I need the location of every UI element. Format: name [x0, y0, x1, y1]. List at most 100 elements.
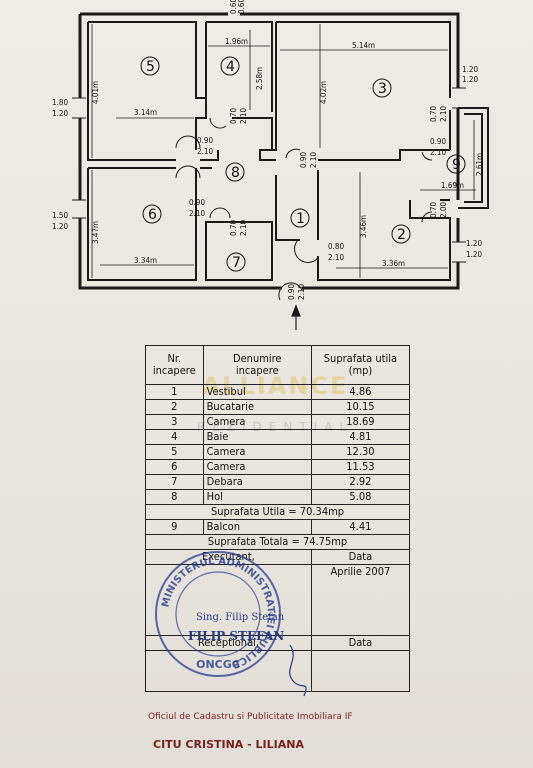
header-nr-2: incapere — [152, 364, 196, 377]
door-dim-070-b: 2.10 — [239, 108, 248, 124]
official-stamp: MINISTERUL ADMINISTRATIEI PUBLICE ONCGC — [155, 551, 281, 677]
executant-name: FILIP STEFAN — [188, 629, 285, 643]
door-dim-070-a: 0.70 — [429, 106, 438, 122]
row-name: Debara — [202, 474, 312, 490]
door-dim-b: 2.10 — [309, 152, 318, 168]
row-name: Camera — [202, 459, 312, 475]
executant-row: Aprilie 2007 — [145, 564, 411, 636]
dim-left1-a: 1.80 — [52, 98, 68, 107]
door-dim-070-b: 2.10 — [239, 220, 248, 236]
room-number-1: 1 — [296, 211, 305, 227]
receptional-date-cell — [310, 650, 411, 692]
door-dim-080-b: 2.10 — [328, 253, 344, 262]
room-number-2: 2 — [397, 227, 406, 243]
door-dim-a: 0.90 — [189, 198, 205, 207]
dim-right1-a: 1.20 — [462, 65, 478, 74]
stamp-bottom-text: ONCGC — [196, 658, 240, 671]
row-nr: 1 — [145, 384, 204, 400]
dim-right2-a: 1.20 — [466, 239, 482, 248]
balcony-walls — [458, 107, 489, 209]
row-nr: 6 — [145, 459, 204, 475]
header-name-2: incapere — [235, 364, 279, 377]
room-number-3: 3 — [378, 81, 387, 97]
date-label: Data — [310, 549, 411, 565]
door-dim-070-b: 2.10 — [439, 106, 448, 122]
dim-401: 4.01m — [91, 81, 100, 104]
row-nr: 8 — [145, 489, 204, 505]
row-area: 5.08 — [310, 489, 411, 505]
row-area: 4.86 — [310, 384, 411, 400]
dim-514: 5.14m — [352, 41, 375, 50]
door-dim-a: 0.90 — [430, 137, 446, 146]
balcony-area: 4.41 — [310, 519, 411, 535]
signature-scribble — [289, 644, 307, 697]
row-name: Baie — [202, 429, 312, 445]
header-name-1: Denumire — [232, 352, 282, 365]
row-name: Bucatarie — [202, 399, 312, 415]
dim-346: 3.46m — [359, 215, 368, 238]
stamp-ring-text: MINISTERUL ADMINISTRATIEI PUBLICE — [160, 556, 276, 670]
row-area: 18.69 — [310, 414, 411, 430]
door-dim-070-200-a: 0.70 — [429, 202, 438, 218]
date-label-2: Data — [310, 635, 411, 651]
room-number-5: 5 — [146, 59, 155, 75]
executant-cell — [145, 564, 312, 636]
cadastre-person: CITU CRISTINA - LILIANA — [153, 738, 304, 751]
row-name: Camera — [202, 444, 312, 460]
dim-right1-b: 1.20 — [462, 75, 478, 84]
dim-334: 3.34m — [134, 256, 157, 265]
inner-walls — [87, 21, 451, 281]
door-dim-b: 2.10 — [189, 209, 205, 218]
dim-left1-b: 1.20 — [52, 109, 68, 118]
dim-336: 3.36m — [382, 259, 405, 268]
header-nr-1: Nr. — [167, 352, 182, 365]
row-area: 11.53 — [310, 459, 411, 475]
balcony-name: Balcon — [202, 519, 312, 535]
grand-total-row: Suprafata Totala = 74.75mp — [145, 534, 410, 550]
row-name: Camera — [202, 414, 312, 430]
room-number-8: 8 — [231, 165, 240, 181]
door-dim-080-a: 0.80 — [328, 242, 344, 251]
cadastre-office: Oficiul de Cadastru si Publicitate Imobi… — [148, 712, 353, 722]
door-dim-b: 2.10 — [430, 148, 446, 157]
header-area-2: (mp) — [348, 364, 373, 377]
row-area: 10.15 — [310, 399, 411, 415]
executant-signature: Sing. Filip Stefan — [196, 612, 285, 623]
room-number-7: 7 — [232, 255, 241, 271]
row-area: 12.30 — [310, 444, 411, 460]
dim-258: 2.58m — [255, 67, 264, 90]
row-area: 4.81 — [310, 429, 411, 445]
row-nr: 2 — [145, 399, 204, 415]
outer-wall — [78, 12, 460, 290]
door-dim-b: 2.10 — [197, 147, 213, 156]
dim-left2-b: 1.20 — [52, 222, 68, 231]
dim-right2-b: 1.20 — [466, 250, 482, 259]
door-dim-a: 0.90 — [299, 152, 308, 168]
balcony-nr: 9 — [145, 519, 204, 535]
useful-total-row: Suprafata Utila = 70.34mp — [145, 504, 410, 520]
row-nr: 4 — [145, 429, 204, 445]
dim-196: 1.96m — [225, 37, 248, 46]
dim-402: 4.02m — [319, 81, 328, 104]
row-nr: 7 — [145, 474, 204, 490]
useful-total: Suprafata Utila = 70.34mp — [145, 504, 410, 520]
svg-text:MINISTERUL ADMINISTRATIEI PUBL: MINISTERUL ADMINISTRATIEI PUBLICE — [160, 556, 276, 670]
row-name: Hol — [202, 489, 312, 505]
header-area-1: Suprafata utila — [323, 352, 398, 365]
room-number-6: 6 — [148, 207, 157, 223]
date-value: Aprilie 2007 — [310, 564, 411, 636]
room-number-9: 9 — [452, 157, 461, 173]
floor-plan: 5 4 3 8 9 6 1 2 7 1.96m 5.14m 3.14m 3.34… — [52, 0, 489, 330]
dim-top-b: 0.60 — [237, 0, 246, 14]
row-nr: 3 — [145, 414, 204, 430]
